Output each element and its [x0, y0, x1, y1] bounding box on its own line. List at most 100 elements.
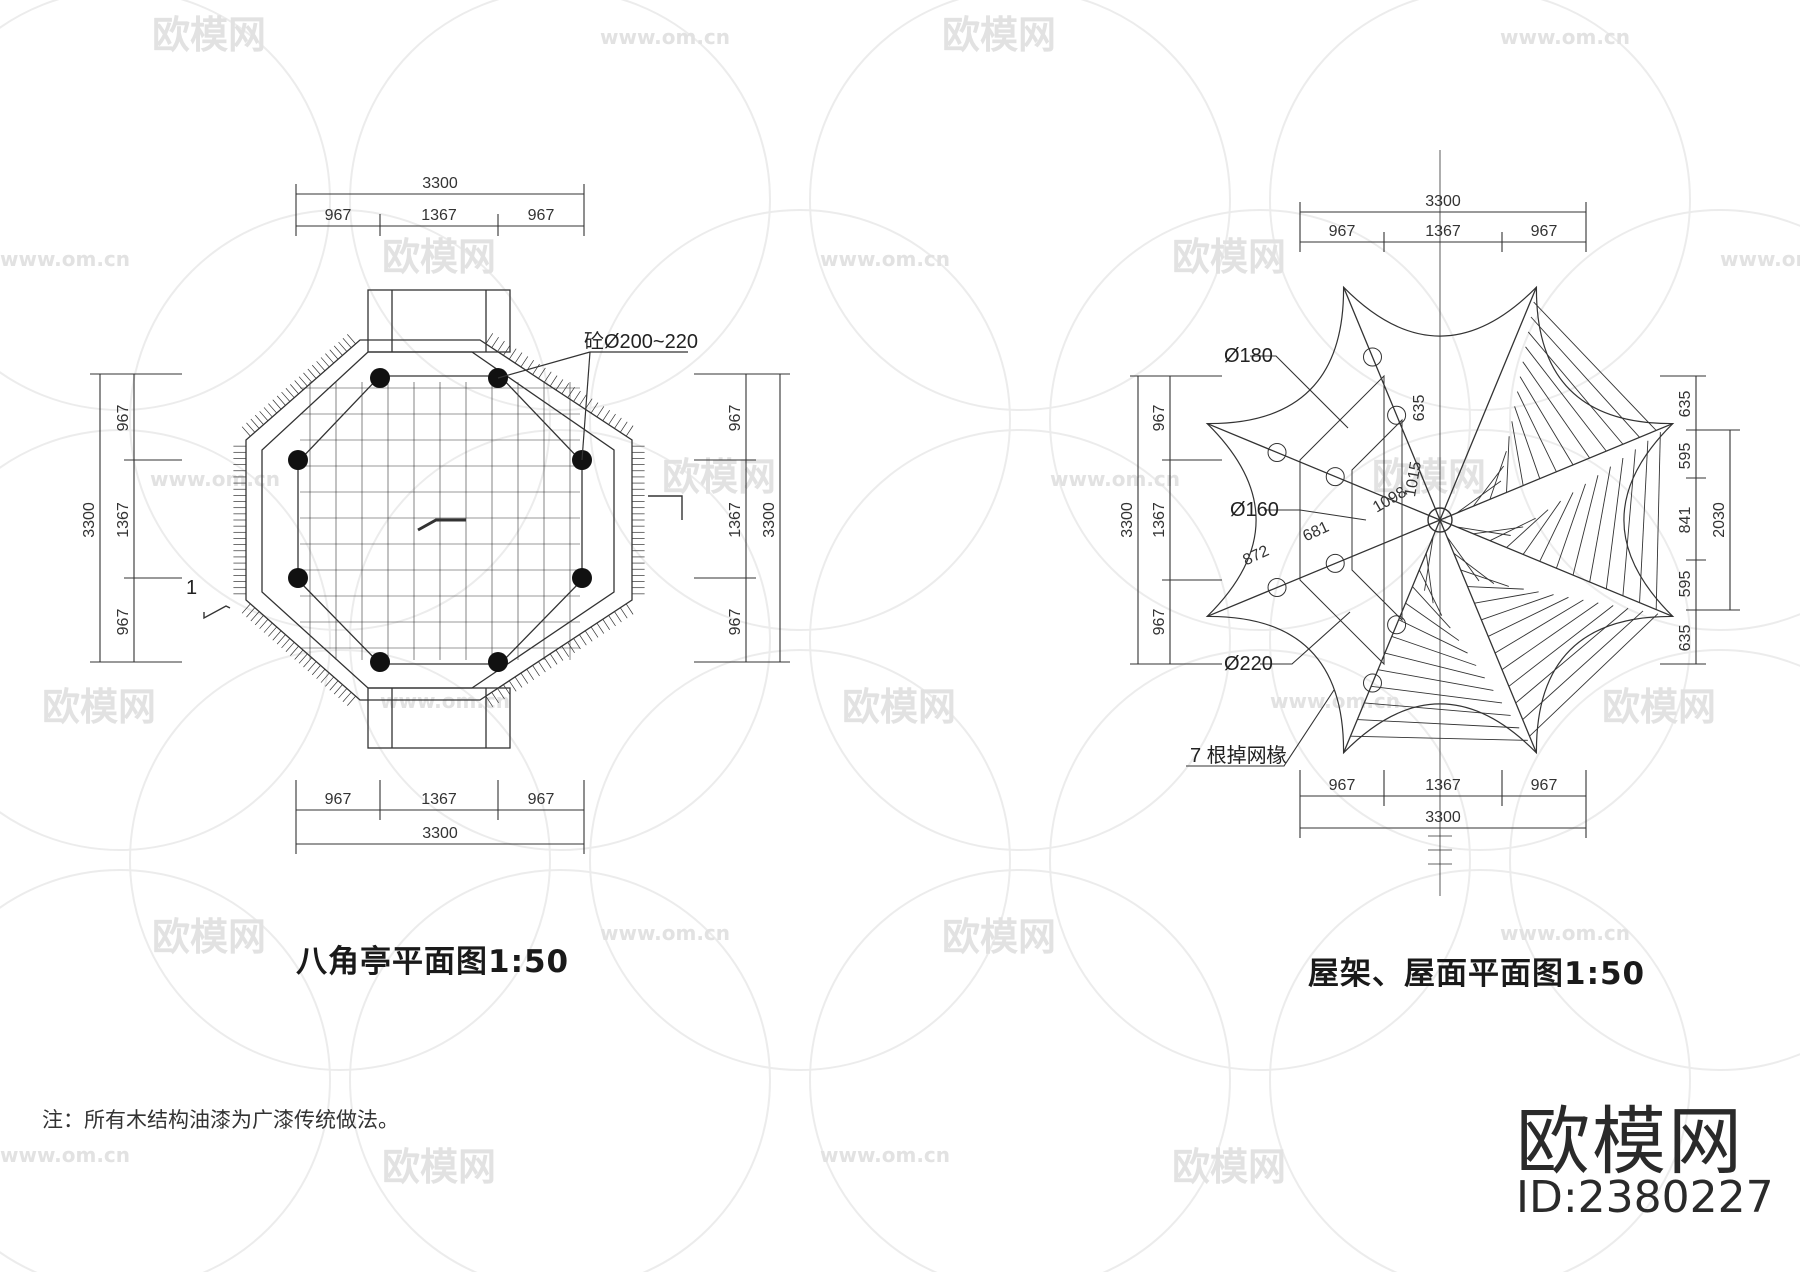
hatch-line — [272, 630, 282, 641]
tile-line — [1489, 517, 1536, 542]
watermark-url: www.om.cn — [820, 247, 950, 271]
dim-right-seg: 1367 — [727, 502, 744, 538]
roof-rib — [1439, 519, 1538, 754]
dim-top-seg: 1367 — [1425, 223, 1461, 240]
roof-rib — [1439, 422, 1674, 521]
hatch-line — [329, 349, 339, 360]
dim-top-seg: 967 — [1329, 223, 1356, 240]
hatch-line — [532, 363, 540, 375]
tile-line — [1555, 483, 1586, 569]
hatch-line — [544, 371, 552, 383]
purlin-joint — [1362, 347, 1382, 367]
watermark-url: www.om.cn — [1500, 921, 1630, 945]
hatch-line — [625, 603, 634, 615]
hatch-line — [614, 417, 622, 429]
roof-leaders — [1186, 355, 1367, 767]
hatch-line — [250, 418, 260, 429]
hatch-line — [567, 386, 575, 398]
roof-rib — [1342, 286, 1441, 521]
hatch-line — [290, 384, 299, 395]
hatch-line — [241, 603, 251, 614]
hatch-line — [620, 607, 628, 619]
dim-right-seg: 595 — [1677, 571, 1694, 598]
hatch-line — [608, 413, 616, 425]
hatch-line — [347, 334, 356, 345]
dim-left-seg: 967 — [115, 405, 132, 432]
hatch-line — [329, 680, 339, 691]
dim-right-seg: 967 — [727, 609, 744, 636]
tile-line — [1398, 619, 1468, 654]
dim-bottom-seg: 1367 — [421, 791, 457, 808]
hatch-line — [325, 676, 334, 687]
columns — [288, 368, 592, 672]
watermark-circle — [0, 0, 331, 411]
hatch-line — [590, 626, 599, 638]
hatch-line — [579, 394, 587, 406]
hatch-line — [555, 379, 564, 391]
hatch-line — [491, 692, 499, 704]
left-plan-title: 八角亭平面图1:50 — [296, 944, 570, 980]
tile-line — [1384, 652, 1485, 679]
roof-outline — [1205, 285, 1675, 755]
watermark-logo: 欧模网 — [842, 685, 956, 729]
watermark-circle — [1269, 429, 1691, 851]
watermark-circle — [1509, 209, 1800, 631]
hatch-line — [268, 626, 277, 637]
left-plan-dims — [90, 184, 790, 854]
dim-right-seg: 635 — [1677, 625, 1694, 652]
dim-bottom-total: 3300 — [1425, 809, 1461, 826]
dim-top-seg: 967 — [528, 207, 555, 224]
right-plan-title: 屋架、屋面平面图1:50 — [1308, 956, 1646, 992]
hatch-line — [544, 657, 552, 669]
dim-left-seg: 967 — [115, 609, 132, 636]
purlin-joint — [1387, 405, 1407, 425]
purlin-joint — [1267, 578, 1287, 598]
roof-rib — [1342, 519, 1441, 754]
tile-line — [1488, 596, 1569, 637]
purlin-joint — [1325, 553, 1345, 573]
column — [370, 652, 390, 672]
tile-line — [1515, 607, 1629, 704]
dim-right-seg: 635 — [1677, 391, 1694, 418]
roof-rib — [1439, 286, 1538, 521]
hatch-line — [497, 340, 505, 352]
watermark-circle — [0, 869, 331, 1272]
watermark-circle — [1269, 0, 1691, 411]
hatch-line — [520, 356, 529, 368]
hatch-line — [342, 692, 352, 703]
purlin-joint — [1325, 467, 1345, 487]
hatch-line — [320, 672, 330, 683]
section-mark: 1 — [186, 577, 197, 599]
hatch-line — [285, 642, 295, 653]
hatch-line — [596, 622, 605, 634]
hatch-line — [503, 344, 511, 356]
hatch-line — [596, 406, 605, 418]
tile-line — [1494, 599, 1584, 654]
tile-line — [1519, 376, 1574, 466]
right-plan-dims — [1130, 202, 1740, 838]
watermark-url: www.om.cn — [0, 1143, 130, 1167]
label-d160: Ø160 — [1230, 499, 1279, 521]
tile-line — [1516, 391, 1557, 472]
hatch-line — [625, 425, 634, 437]
watermark-circle — [349, 0, 771, 411]
hatch-line — [268, 403, 277, 414]
watermark-url: www.om.cn — [1500, 25, 1630, 49]
watermark-logo: 欧模网 — [1602, 685, 1716, 729]
roof-frame-members — [1267, 347, 1407, 693]
watermark-circle — [1269, 869, 1691, 1272]
tile-line — [1418, 569, 1443, 616]
hatch-line — [333, 684, 343, 695]
hatch-line — [307, 661, 317, 672]
tile-line — [1391, 635, 1477, 666]
hatch-line — [549, 375, 558, 387]
hatch-line — [508, 680, 517, 692]
stair-direction-mark — [417, 518, 466, 532]
hatch-line — [246, 607, 256, 618]
railing-hatch — [233, 333, 645, 707]
watermark-circle — [349, 429, 771, 851]
brand-id: ID:2380227 — [1516, 1172, 1774, 1223]
hatch-line — [276, 634, 286, 645]
tile-line — [1364, 702, 1511, 716]
dim-left-seg: 967 — [1151, 405, 1168, 432]
